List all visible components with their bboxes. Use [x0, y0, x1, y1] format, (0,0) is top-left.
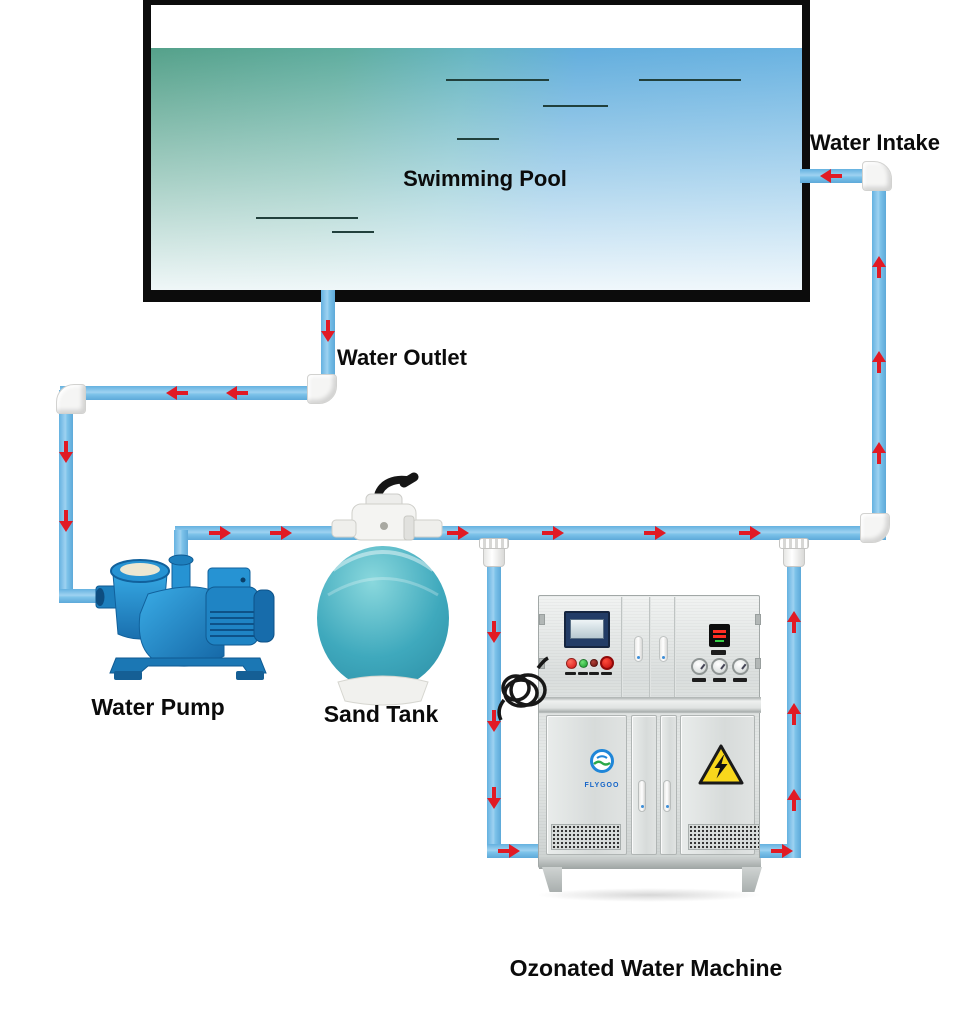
start-button [566, 658, 577, 669]
gauge-label-plate [713, 678, 726, 682]
union-cap [479, 538, 509, 549]
gauge-label-plate [733, 678, 747, 682]
gauge-label-plate [692, 678, 706, 682]
union-cap [779, 538, 809, 549]
pipe-union-icon [479, 538, 509, 567]
flow-meter-tube [634, 636, 643, 662]
led-bar [713, 634, 726, 638]
panel-seam [674, 597, 676, 697]
union-stem [483, 548, 505, 567]
door-hinge [755, 658, 761, 669]
pipe-elbow-icon [862, 161, 892, 191]
pipe-union-icon [779, 538, 809, 567]
machine-leg [542, 867, 562, 892]
water-pump-label: Water Pump [91, 694, 225, 720]
pressure-gauge [732, 658, 749, 675]
water-outlet-label: Water Outlet [337, 345, 467, 370]
water-pump-illustration [95, 554, 275, 680]
button-label-plate [589, 672, 599, 675]
pipe-elbow-icon [307, 374, 337, 404]
pipe-left-horizontal [60, 386, 321, 400]
door-hinge [755, 614, 761, 625]
brand-logo: FLYGOO [570, 748, 634, 792]
flow-meter-tube [659, 636, 668, 662]
vent-grille [551, 824, 621, 850]
pipe-machine-out-vertical [787, 560, 801, 858]
button-label-plate [565, 672, 576, 675]
pipe-machine-in-vertical [487, 545, 501, 858]
pipe-outlet-vertical [321, 290, 335, 385]
door-handle [663, 780, 671, 812]
machine-shadow [536, 888, 762, 902]
pipe-intake-horizontal [800, 169, 876, 183]
pool-water [151, 48, 802, 290]
door-handle [638, 780, 646, 812]
run-button [579, 659, 588, 668]
flygoo-logo-icon [590, 749, 614, 773]
pipe-left-vertical [59, 390, 73, 600]
meter-label-plate [711, 650, 726, 655]
pool-label: Swimming Pool [403, 166, 567, 191]
union-stem [783, 548, 805, 567]
ozone-machine-label: Ozonated Water Machine [509, 955, 783, 981]
vent-grille [688, 824, 760, 850]
stop-button [590, 659, 598, 667]
button-label-plate [601, 672, 612, 675]
machine-leg [742, 867, 762, 892]
cabinet-divider [539, 697, 761, 713]
pipe-right-riser [872, 172, 886, 522]
brand-name: FLYGOO [584, 782, 620, 789]
pressure-gauge [711, 658, 728, 675]
warning-triangle-icon [698, 744, 744, 785]
sand-tank-illustration [317, 472, 449, 706]
machine-base [539, 858, 761, 869]
hmi-touchscreen [564, 611, 610, 648]
emergency-stop-button [600, 656, 614, 670]
pressure-gauge [691, 658, 708, 675]
pipe-elbow-icon [56, 384, 86, 414]
hmi-screen [570, 619, 604, 639]
panel-seam [649, 597, 651, 697]
sand-tank-label: Sand Tank [323, 701, 439, 727]
led-bar [715, 639, 724, 642]
swimming-pool [143, 0, 810, 302]
high-voltage-warning [697, 743, 745, 787]
panel-seam [621, 597, 623, 697]
led-bar [713, 629, 726, 633]
water-intake-label: Water Intake [810, 130, 941, 155]
machine-body: FLYGOO [538, 595, 761, 869]
power-cord [497, 656, 549, 721]
ozone-machine: FLYGOO [536, 593, 762, 903]
door-hinge [539, 614, 545, 625]
button-label-plate [578, 672, 588, 675]
ozone-digital-meter [709, 624, 730, 647]
